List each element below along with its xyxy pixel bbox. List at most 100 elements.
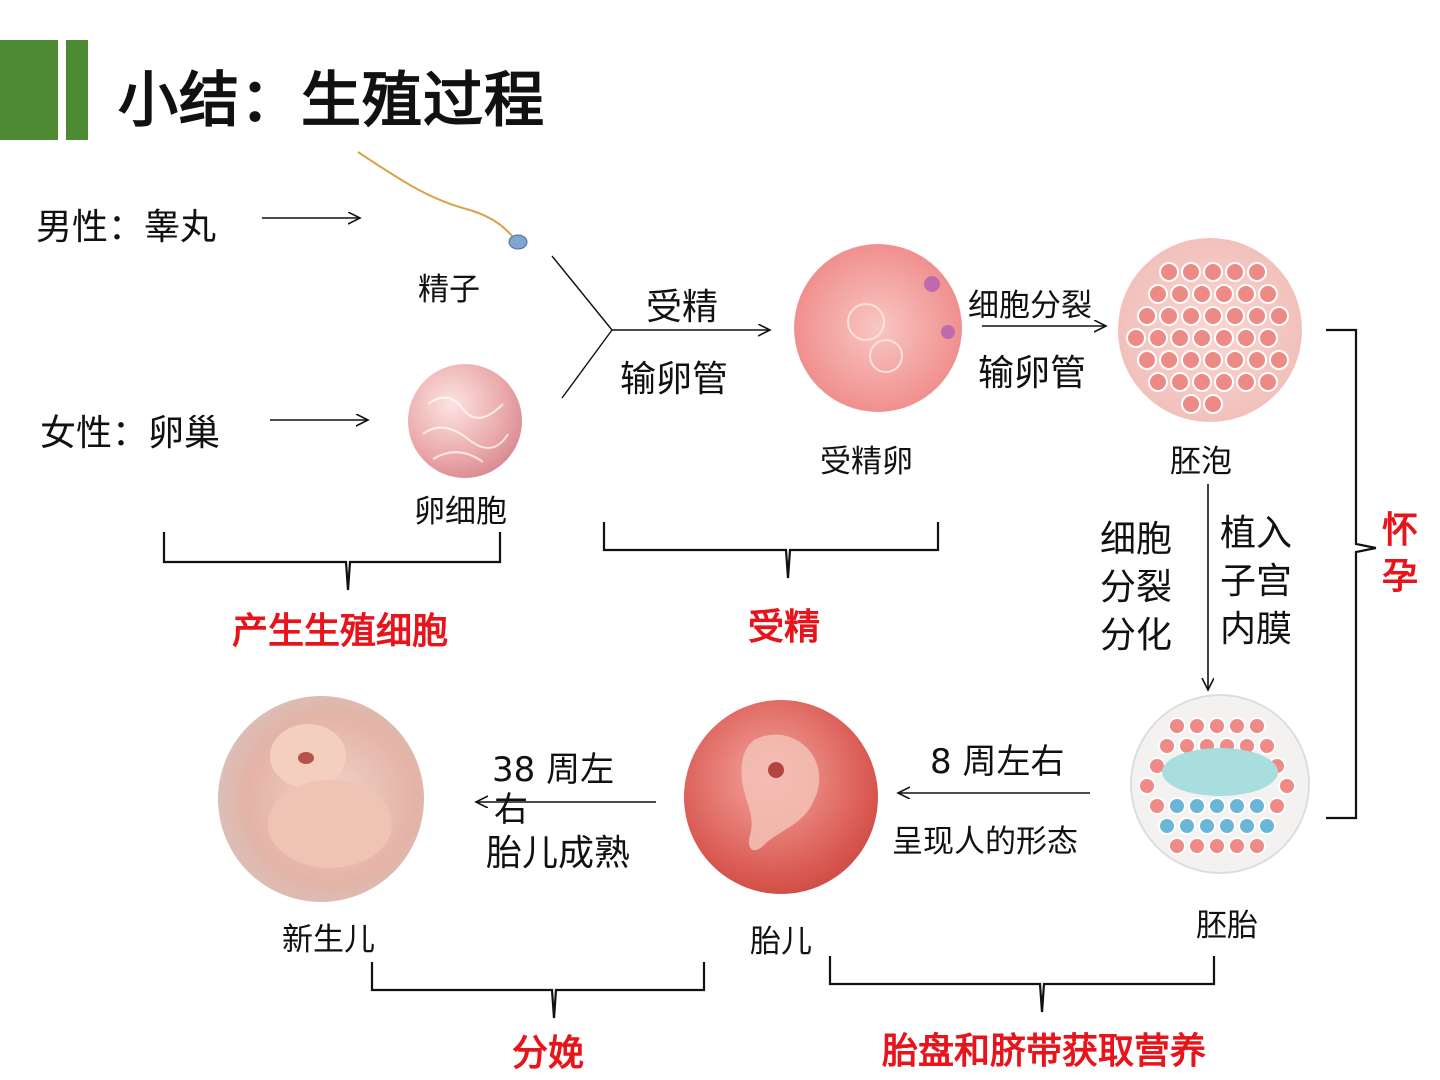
blastocyst-cell	[1203, 262, 1223, 282]
label-38-weeks-line2: 右	[494, 790, 528, 830]
embryo-cell	[1198, 817, 1216, 835]
blastocyst-cell	[1170, 372, 1190, 392]
blastocyst-cell	[1192, 372, 1212, 392]
blastocyst-cell	[1236, 372, 1256, 392]
blastocyst-cell	[1247, 262, 1267, 282]
blastocyst-cell	[1137, 350, 1157, 370]
page-title: 小结：生殖过程	[118, 66, 545, 136]
blastocyst-cell	[1181, 262, 1201, 282]
embryo-cell	[1228, 797, 1246, 815]
label-blastocyst: 胚泡	[1170, 444, 1232, 480]
label-8-weeks: 8 周左右	[930, 742, 1065, 782]
blastocyst-cell	[1258, 284, 1278, 304]
blastocyst-cell	[1148, 328, 1168, 348]
egg-texture	[422, 396, 509, 463]
brace-gametes	[162, 532, 502, 591]
blastocyst-cell	[1214, 284, 1234, 304]
label-implantation: 植入 子宫 内膜	[1220, 513, 1293, 650]
embryo-cell	[1258, 737, 1276, 755]
embryo-cell	[1258, 817, 1276, 835]
label-sperm: 精子	[418, 272, 480, 308]
brace-pregnancy	[1326, 328, 1377, 820]
blastocyst-cell	[1148, 372, 1168, 392]
egg-cell-image	[408, 364, 522, 478]
stage-pregnancy: 怀 孕	[1382, 510, 1419, 597]
sperm-illustration	[357, 151, 528, 250]
embryo-cell	[1278, 777, 1296, 795]
label-fertilization-process: 受精	[646, 287, 719, 328]
label-zygote: 受精卵	[820, 444, 913, 480]
label-egg: 卵细胞	[414, 494, 507, 530]
blastocyst-cell	[1225, 350, 1245, 370]
label-male: 男性：睾丸	[36, 207, 217, 248]
converge-line-top	[551, 255, 613, 331]
brace-fertilization	[602, 522, 940, 579]
embryo-cell	[1248, 837, 1266, 855]
blastocyst-cell	[1269, 350, 1289, 370]
label-newborn: 新生儿	[282, 922, 375, 958]
blastocyst-cells	[1126, 262, 1289, 414]
label-oviduct-2: 输卵管	[978, 353, 1087, 394]
embryo-cell	[1188, 717, 1206, 735]
embryo-cells	[1138, 717, 1296, 855]
blastocyst-cell	[1181, 394, 1201, 414]
newborn-image	[218, 696, 424, 902]
stage-fertilization: 受精	[748, 607, 821, 648]
embryo-cell	[1178, 817, 1196, 835]
embryo-cell	[1158, 737, 1176, 755]
blastocyst-cell	[1269, 306, 1289, 326]
label-human-form: 呈现人的形态	[892, 824, 1078, 860]
label-embryo: 胚胎	[1196, 908, 1258, 944]
embryo-cell	[1208, 717, 1226, 735]
fetus-image	[684, 700, 878, 894]
embryo-cell	[1138, 777, 1156, 795]
embryo-cell	[1248, 717, 1266, 735]
blastocyst-cell	[1236, 328, 1256, 348]
blastocyst-cell	[1170, 284, 1190, 304]
blastocyst-cell	[1137, 306, 1157, 326]
embryo-cell	[1248, 797, 1266, 815]
title-accent-bar-right	[66, 40, 88, 140]
converge-line-bottom	[561, 329, 613, 399]
blastocyst-cell	[1203, 350, 1223, 370]
embryo-cell	[1168, 717, 1186, 735]
blastocyst-cell	[1159, 262, 1179, 282]
brace-placenta	[828, 956, 1216, 1013]
blastocyst-cell	[1214, 328, 1234, 348]
blastocyst-image	[1118, 238, 1302, 422]
blastocyst-cell	[1181, 350, 1201, 370]
embryo-cell	[1158, 817, 1176, 835]
stage-placenta-nutrition: 胎盘和脐带获取营养	[882, 1031, 1207, 1072]
blastocyst-cell	[1247, 306, 1267, 326]
zygote-image	[794, 244, 962, 412]
blastocyst-cell	[1203, 394, 1223, 414]
embryo-cavity	[1162, 748, 1278, 796]
blastocyst-cell	[1192, 284, 1212, 304]
blastocyst-cell	[1159, 306, 1179, 326]
label-female: 女性：卵巢	[40, 413, 221, 454]
blastocyst-cell	[1258, 328, 1278, 348]
embryo-cell	[1218, 817, 1236, 835]
stage-gametes: 产生生殖细胞	[232, 611, 449, 652]
blastocyst-cell	[1225, 306, 1245, 326]
embryo-cell	[1268, 797, 1286, 815]
embryo-cell	[1188, 837, 1206, 855]
brace-birth	[370, 962, 706, 1019]
newborn-shape	[268, 724, 392, 868]
embryo-cell	[1188, 797, 1206, 815]
title-accent-bar-left	[0, 40, 58, 140]
fetus-shape	[741, 734, 820, 851]
blastocyst-cell	[1225, 262, 1245, 282]
blastocyst-cell	[1159, 350, 1179, 370]
label-division-differentiation: 细胞 分裂 分化	[1100, 519, 1173, 656]
embryo-cell	[1148, 797, 1166, 815]
zygote-nuclei	[847, 276, 955, 373]
label-oviduct-1: 输卵管	[620, 359, 729, 400]
label-fetus-mature: 胎儿成熟	[486, 833, 631, 874]
embryo-cell	[1238, 817, 1256, 835]
embryo-cell	[1228, 837, 1246, 855]
blastocyst-cell	[1170, 328, 1190, 348]
embryo-cell	[1228, 717, 1246, 735]
blastocyst-cell	[1258, 372, 1278, 392]
